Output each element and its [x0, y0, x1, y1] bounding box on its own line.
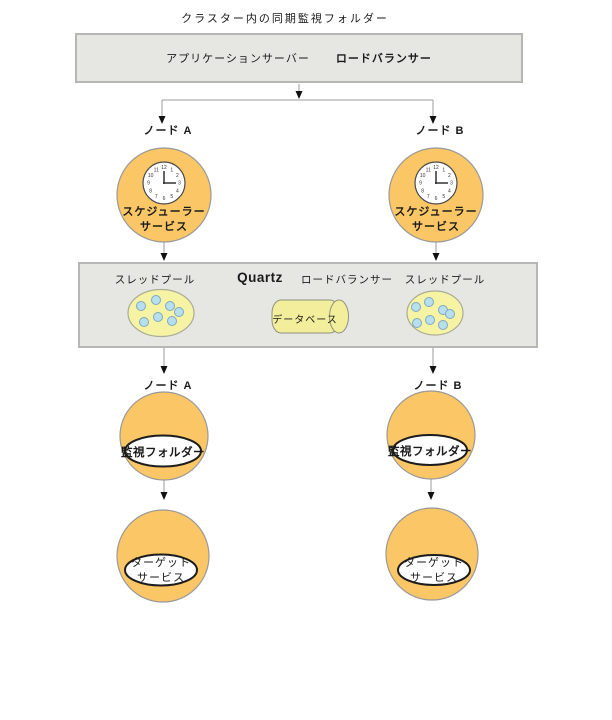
svg-text:7: 7	[155, 194, 158, 200]
band-load-balancer-label: ロードバランサー	[301, 274, 393, 286]
target-service-a-label: ターゲット サービス	[131, 557, 191, 584]
arrowhead-target-a	[160, 492, 168, 500]
svg-text:8: 8	[149, 189, 152, 195]
svg-text:4: 4	[176, 189, 179, 195]
monitor-folder-b-label: 監視フォルダー	[388, 446, 472, 458]
svg-text:6: 6	[163, 196, 166, 202]
svg-text:1: 1	[442, 167, 445, 173]
target-service-b-label: ターゲット サービス	[404, 557, 464, 584]
svg-text:5: 5	[170, 194, 173, 200]
monitor-circle-b	[386, 390, 476, 480]
arrowhead-lower-node-b	[429, 366, 437, 374]
svg-text:9: 9	[419, 181, 422, 187]
node-a-lower-label: ノード A	[143, 380, 193, 392]
svg-text:2: 2	[176, 173, 179, 179]
svg-text:9: 9	[147, 181, 150, 187]
arrowhead-top-center	[295, 91, 303, 99]
svg-text:12: 12	[161, 165, 167, 171]
database-label: データベース	[272, 315, 338, 326]
monitor-folder-a-label: 監視フォルダー	[121, 447, 205, 459]
svg-text:6: 6	[435, 196, 438, 202]
scheduler-service-b-label: スケジューラー サービス	[394, 206, 478, 233]
app-server-label: アプリケーションサーバー	[166, 53, 310, 65]
svg-text:4: 4	[448, 189, 451, 195]
svg-text:2: 2	[448, 173, 451, 179]
svg-text:7: 7	[427, 194, 430, 200]
node-b-lower-label: ノード B	[413, 380, 463, 392]
arrowhead-band-a	[160, 253, 168, 261]
svg-text:5: 5	[442, 194, 445, 200]
svg-text:11: 11	[154, 167, 159, 173]
target-circle-b	[385, 507, 479, 601]
load-balancer-label: ロードバランサー	[335, 53, 432, 65]
svg-text:1: 1	[170, 167, 173, 173]
quartz-label: Quartz	[237, 270, 283, 285]
node-b-top-label: ノード B	[415, 125, 465, 137]
clock-a-icon: 12 1 2 3 4 5 6 7 8 9 10 11	[142, 161, 186, 205]
svg-text:10: 10	[148, 173, 154, 179]
thread-pool-b-label: スレッドプール	[404, 274, 486, 286]
monitor-circle-a	[119, 391, 209, 481]
svg-text:8: 8	[421, 189, 424, 195]
arrowhead-band-b	[432, 253, 440, 261]
node-a-top-label: ノード A	[143, 125, 193, 137]
svg-text:10: 10	[420, 173, 426, 179]
arrowhead-lower-node-a	[160, 366, 168, 374]
diagram-title: クラスター内の同期監視フォルダー	[181, 13, 389, 25]
svg-text:3: 3	[178, 181, 181, 187]
clock-b-icon: 12 1 2 3 4 5 6 7 8 9 10 11	[414, 161, 458, 205]
arrowhead-target-b	[427, 492, 435, 500]
svg-text:12: 12	[433, 165, 439, 171]
scheduler-service-a-label: スケジューラー サービス	[122, 206, 206, 233]
application-server-box: アプリケーションサーバー ロードバランサー	[75, 33, 523, 83]
thread-pool-a-label: スレッドプール	[114, 274, 196, 286]
svg-text:11: 11	[426, 167, 431, 173]
svg-text:3: 3	[450, 181, 453, 187]
